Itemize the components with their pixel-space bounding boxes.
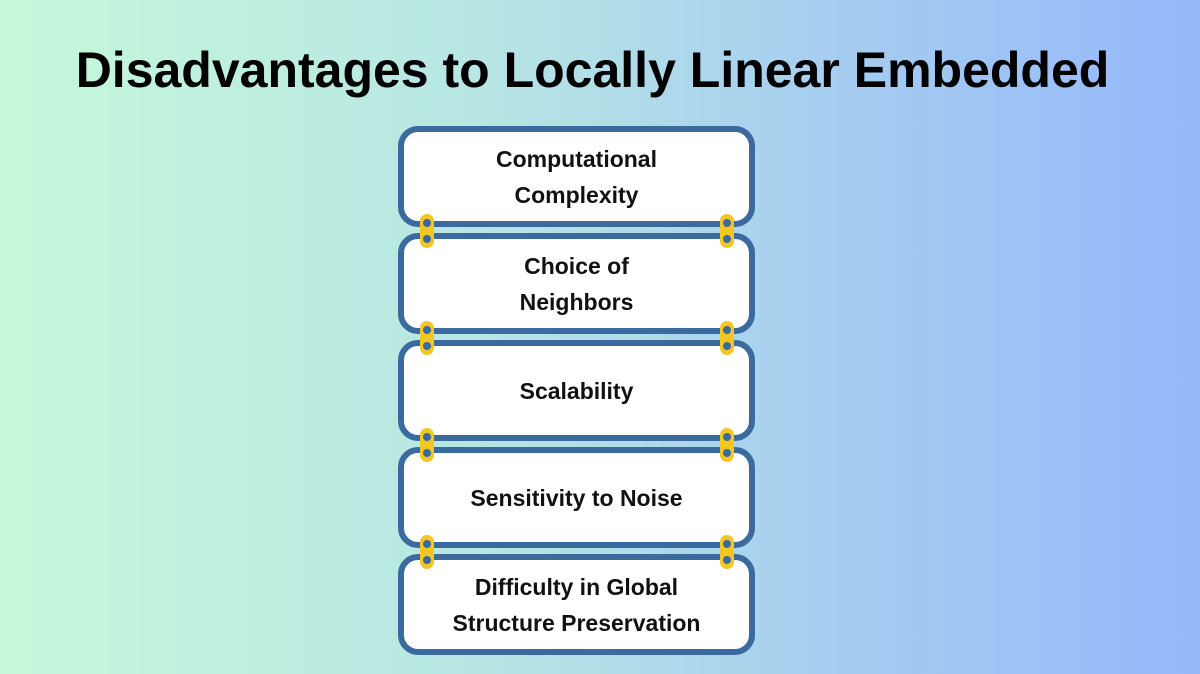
item-box-scalability: Scalability [398, 340, 755, 441]
item-label: Scalability [519, 377, 634, 404]
item-label: Sensitivity to Noise [470, 484, 683, 511]
connector-link [420, 214, 434, 248]
item-label: Computational Complexity [496, 145, 657, 208]
connector-link [420, 321, 434, 355]
page-title: Disadvantages to Locally Linear Embedded [75, 42, 1110, 98]
item-box-global-structure: Difficulty in Global Structure Preservat… [398, 554, 755, 655]
item-box-choice-of-neighbors: Choice of Neighbors [398, 233, 755, 334]
connector-link [720, 321, 734, 355]
connector-link [420, 428, 434, 462]
item-label: Choice of Neighbors [519, 252, 634, 315]
item-box-computational-complexity: Computational Complexity [398, 126, 755, 227]
connector-link [720, 535, 734, 569]
item-box-sensitivity-to-noise: Sensitivity to Noise [398, 447, 755, 548]
connector-link [720, 428, 734, 462]
connector-link [420, 535, 434, 569]
connector-link [720, 214, 734, 248]
item-label: Difficulty in Global Structure Preservat… [452, 573, 701, 636]
